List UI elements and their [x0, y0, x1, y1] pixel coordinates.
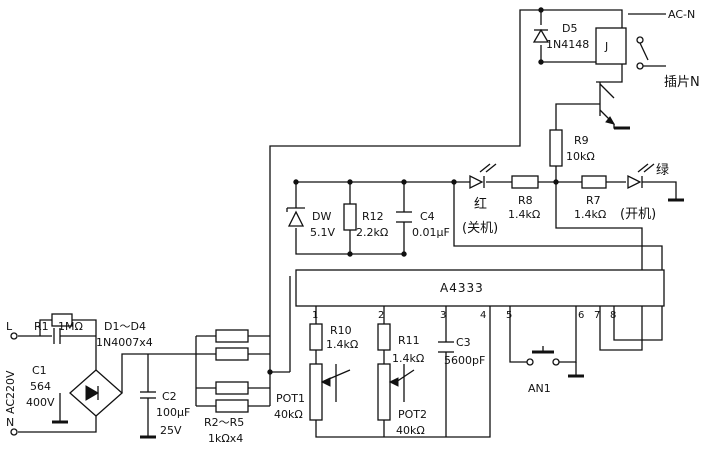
label-an1: AN1 — [528, 382, 551, 395]
label-r7: R7 — [586, 194, 601, 207]
label-r12-value: 2.2kΩ — [356, 226, 388, 239]
label-pot2: POT2 — [398, 408, 427, 421]
diode-d5 — [532, 7, 550, 65]
label-pin-6: 6 — [578, 310, 584, 321]
label-dw-value: 5.1V — [310, 226, 335, 239]
label-r2-r5-value: 1kΩx4 — [208, 432, 243, 445]
label-off: (关机) — [462, 221, 498, 236]
resistor-r8 — [511, 175, 539, 189]
label-d5-part: 1N4148 — [546, 38, 589, 51]
capacitor-c3 — [438, 341, 454, 353]
label-pot1: POT1 — [276, 392, 305, 405]
label-red: 红 — [474, 196, 487, 212]
label-r1: R1 — [34, 320, 49, 333]
led-green-on — [627, 163, 684, 202]
label-ac-n: AC-N — [668, 8, 695, 21]
label-r12: R12 — [362, 210, 384, 223]
potentiometer-pot2 — [377, 363, 399, 421]
transistor-relay-driver — [599, 82, 630, 130]
label-c3: C3 — [456, 336, 471, 349]
label-c4: C4 — [420, 210, 435, 223]
capacitor-c1 — [53, 328, 61, 344]
capacitor-c2 — [140, 391, 156, 439]
label-l: L — [6, 320, 13, 333]
label-c1-value: 564 — [30, 380, 51, 393]
label-c2: C2 — [162, 390, 177, 403]
label-r9-value: 10kΩ — [566, 150, 595, 163]
zener-dw — [286, 207, 305, 227]
label-r9: R9 — [574, 134, 589, 147]
label-c1-voltage: 400V — [26, 396, 55, 409]
label-c4-value: 0.01μF — [412, 226, 450, 239]
label-r1-value: 1MΩ — [58, 320, 83, 333]
label-d5: D5 — [562, 22, 577, 35]
led-red-off — [469, 163, 497, 190]
relay-j — [595, 27, 627, 65]
potentiometer-pot1 — [309, 363, 331, 421]
label-pin-2: 2 — [378, 310, 384, 321]
label-pin-5: 5 — [506, 310, 512, 321]
resistor-r1 — [51, 313, 73, 327]
label-c2-value: 100μF — [156, 406, 190, 419]
label-pin-3: 3 — [440, 310, 446, 321]
label-d1-d4: D1～D4 — [104, 320, 146, 333]
resistor-r7 — [581, 175, 607, 189]
label-dw: DW — [312, 210, 331, 223]
label-ac220v: AC220V — [4, 370, 17, 414]
bridge-rectifier-d1-d4 — [52, 369, 123, 424]
label-c1: C1 — [32, 364, 47, 377]
label-pin-4: 4 — [480, 310, 486, 321]
label-on: (开机) — [620, 207, 656, 222]
terminal-n — [10, 428, 18, 436]
label-r8: R8 — [518, 194, 533, 207]
label-green: 绿 — [656, 163, 669, 178]
capacitor-c4 — [396, 211, 412, 223]
terminal-l — [10, 332, 18, 340]
label-r11-value: 1.4kΩ — [392, 352, 424, 365]
resistor-bank-r2-r5 — [215, 329, 273, 413]
label-ic: A4333 — [440, 281, 484, 295]
label-r11: R11 — [398, 334, 420, 347]
label-c2-voltage: 25V — [160, 424, 182, 437]
label-pin-8: 8 — [610, 310, 616, 321]
label-pin-1: 1 — [312, 310, 318, 321]
label-r7-value: 1.4kΩ — [574, 208, 606, 221]
ic-a4333 — [295, 269, 665, 307]
label-r10-value: 1.4kΩ — [326, 338, 358, 351]
label-pin-7: 7 — [594, 310, 600, 321]
resistor-r9 — [549, 129, 563, 167]
rail-nodes — [293, 179, 559, 257]
label-c3-value: 5600pF — [444, 354, 485, 367]
resistor-r10 — [309, 323, 323, 351]
resistor-r11 — [377, 323, 391, 351]
label-n: N — [6, 416, 14, 429]
relay-contact — [636, 36, 649, 70]
label-r8-value: 1.4kΩ — [508, 208, 540, 221]
resistor-r12 — [343, 203, 357, 231]
label-relay-j: J — [604, 40, 608, 53]
labels: AC-N 插片N J D5 1N4148 R9 10kΩ 红 (关机) R8 1… — [4, 8, 700, 445]
label-socket-n: 插片N — [664, 75, 700, 90]
label-pot2-value: 40kΩ — [396, 424, 425, 437]
label-r10: R10 — [330, 324, 352, 337]
label-d1-d4-part: 1N4007x4 — [96, 336, 153, 349]
label-pot1-value: 40kΩ — [274, 408, 303, 421]
label-r2-r5: R2～R5 — [204, 416, 244, 429]
pushbutton-an1 — [526, 346, 584, 378]
